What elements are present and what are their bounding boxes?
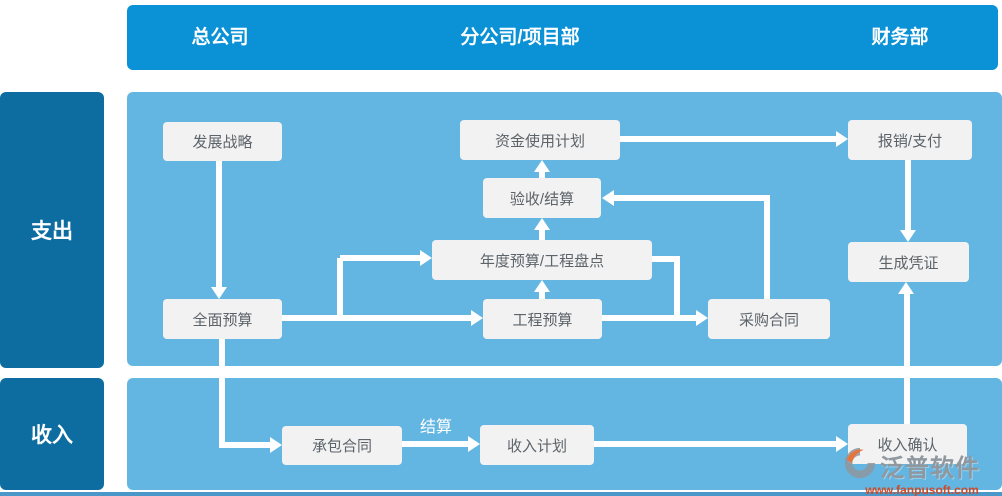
edge-projectbudget-to-procurement-line (602, 315, 696, 321)
edge-acceptance-to-fundplan-line (539, 172, 545, 180)
node-project-budget: 工程预算 (483, 299, 602, 339)
node-comprehensive-budget: 全面预算 (163, 299, 282, 339)
edge-acceptance-to-fundplan-arrowhead (534, 160, 550, 172)
edge-budget-to-contract-arrowhead (270, 437, 282, 453)
row-label-expenditure: 支出 (0, 92, 104, 368)
watermark: 泛普软件 www.fanpusoft.com (843, 446, 1001, 496)
edge-incomeconfirm-to-voucher-line (904, 294, 910, 424)
edge-projectbudget-to-annual-line (539, 292, 545, 300)
edge-budget-to-annual-vline (337, 258, 343, 321)
edge-budget-to-contract-vline (219, 338, 225, 448)
node-acceptance-settlement: 验收/结算 (483, 178, 601, 218)
node-development-strategy: 发展战略 (163, 122, 282, 161)
watermark-brand-text: 泛普软件 (880, 455, 980, 482)
fanpu-logo-icon (843, 446, 877, 485)
edge-annual-to-procurement-hline (652, 256, 680, 262)
edge-annual-to-procurement-vline (674, 256, 680, 321)
edge-incomeplan-to-incomeconfirm-line (594, 441, 836, 447)
node-fund-use-plan: 资金使用计划 (460, 120, 620, 160)
edge-projectbudget-to-procurement-arrowhead (696, 310, 708, 326)
edge-projectbudget-to-annual-arrowhead (534, 280, 550, 292)
header-column-finance: 财务部 (871, 27, 929, 48)
header-column-branch-project: 分公司/项目部 (460, 27, 580, 48)
edge-budget-to-contract-hline (219, 442, 270, 448)
edge-budget-to-projectbudget-arrowhead (471, 310, 483, 326)
edge-strategy-to-budget-arrowhead (211, 287, 227, 299)
bottom-strip (0, 492, 1002, 496)
edge-settlement-label: 结算 (419, 419, 452, 436)
watermark-url-text: www.fanpusoft.com (865, 483, 979, 496)
node-reimbursement-payment: 报销/支付 (848, 120, 972, 160)
node-income-plan: 收入计划 (480, 425, 594, 465)
header-bar: 总公司 分公司/项目部 财务部 (127, 5, 998, 70)
edge-annual-to-acceptance-line (539, 230, 545, 240)
edge-procurement-to-acceptance-hline (614, 195, 770, 201)
edge-fundplan-to-reimbursement-arrowhead (836, 131, 848, 147)
header-column-head-office: 总公司 (191, 27, 249, 48)
edge-contract-to-incomeplan-line (402, 441, 468, 447)
row-label-expenditure-text: 支出 (31, 220, 73, 243)
row-label-income-text: 收入 (31, 424, 73, 447)
edge-budget-to-projectbudget-line (282, 315, 471, 321)
node-generate-voucher: 生成凭证 (848, 242, 969, 282)
edge-procurement-to-acceptance-arrowhead (602, 190, 614, 206)
edge-budget-to-annual-arrowhead (420, 250, 432, 266)
edge-reimbursement-to-voucher-line (905, 160, 911, 230)
edge-fundplan-to-reimbursement-line (620, 136, 836, 142)
edge-reimbursement-to-voucher-arrowhead (900, 230, 916, 242)
edge-annual-to-acceptance-arrowhead (534, 218, 550, 230)
node-contracting-contract: 承包合同 (282, 426, 402, 465)
node-income-confirmation: 收入确认 (848, 424, 967, 464)
edge-procurement-to-acceptance-vline (764, 198, 770, 300)
edge-incomeconfirm-to-voucher-arrowhead (898, 282, 914, 294)
node-annual-budget-inventory: 年度预算/工程盘点 (432, 240, 652, 280)
row-label-income: 收入 (0, 378, 104, 490)
node-procurement-contract: 采购合同 (708, 299, 830, 339)
edge-strategy-to-budget-line (216, 161, 222, 287)
edge-budget-to-annual-hline (340, 255, 420, 261)
edge-contract-to-incomeplan-arrowhead (468, 436, 480, 452)
edge-incomeplan-to-incomeconfirm-arrowhead (836, 436, 848, 452)
